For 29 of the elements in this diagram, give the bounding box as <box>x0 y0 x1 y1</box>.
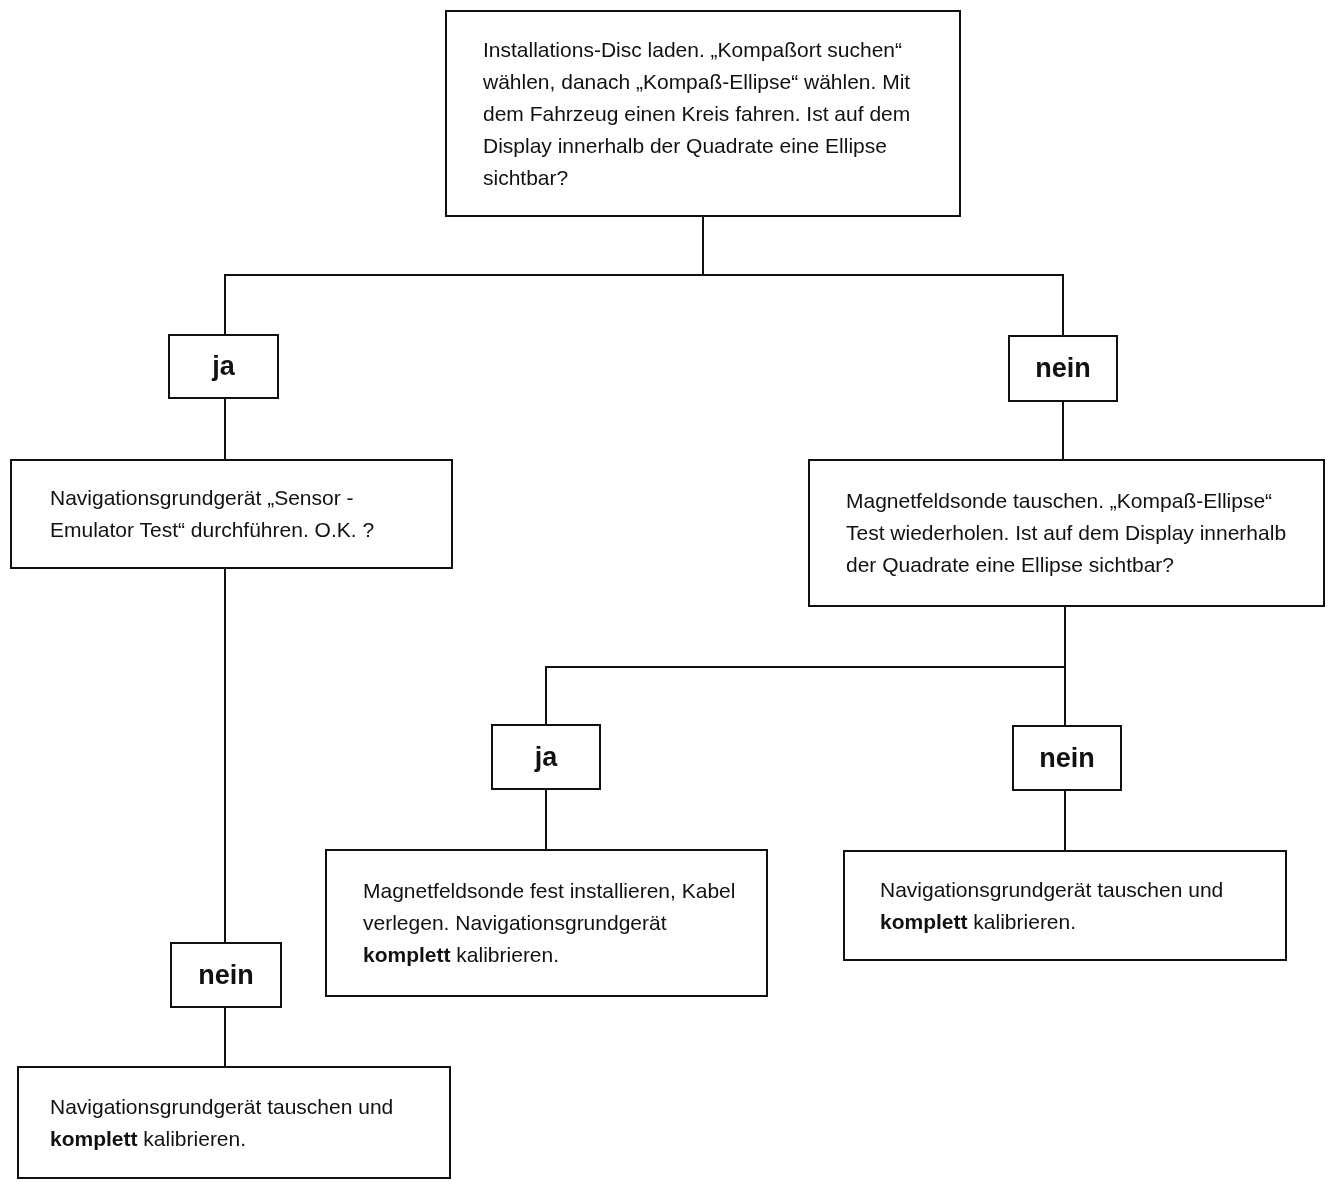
answer-box <box>491 724 601 790</box>
process-box <box>10 459 453 569</box>
answer-box <box>168 334 279 399</box>
answer-label: nein <box>198 959 254 991</box>
process-box <box>325 849 768 997</box>
instruction-text: Magnetfeldsonde tauschen. „Kompaß-Ellipse“ Test wiederholen. Ist auf dem Display innerhalb der Quadrate eine Ellipse sichtbar? <box>846 488 1288 578</box>
answer-box <box>1008 335 1118 402</box>
answer-label: nein <box>1035 353 1091 384</box>
answer-label: ja <box>212 351 235 382</box>
answer-label: ja <box>534 741 558 773</box>
connector-line <box>1062 401 1064 460</box>
answer-label: nein <box>1039 742 1095 774</box>
instruction-text: Navigationsgrundgerät tauschen und komplett kalibrieren. <box>50 1093 395 1152</box>
process-box <box>808 459 1325 607</box>
instruction-text: Navigationsgrundgerät „Sensor - Emulator Test“ durchführen. O.K. ? <box>50 485 376 543</box>
connector-line <box>224 568 226 943</box>
instruction-text: Installations-Disc laden. „Kompaßort suchen“ wählen, danach „Kompaß-Ellipse“ wählen. Mit dem Fahrzeug einen Kreis fahren. Ist auf dem Display innerhalb der Quadrate eine Ellipse sichtbar? <box>483 36 912 191</box>
instruction-text: Navigationsgrundgerät tauschen und komplett kalibrieren. <box>880 876 1225 935</box>
process-box <box>445 10 961 217</box>
process-box <box>843 850 1287 961</box>
connector-line <box>224 1007 226 1067</box>
answer-box <box>1012 725 1122 791</box>
instruction-text: Magnetfeldsonde fest installieren, Kabel verlegen. Navigationsgrundgerät komplett kalibrieren. <box>363 878 737 968</box>
connector-line <box>1064 606 1066 726</box>
connector-line <box>545 789 547 850</box>
process-box <box>17 1066 451 1179</box>
answer-box <box>170 942 282 1008</box>
connector-line <box>1064 790 1066 851</box>
connector-line <box>224 398 226 460</box>
